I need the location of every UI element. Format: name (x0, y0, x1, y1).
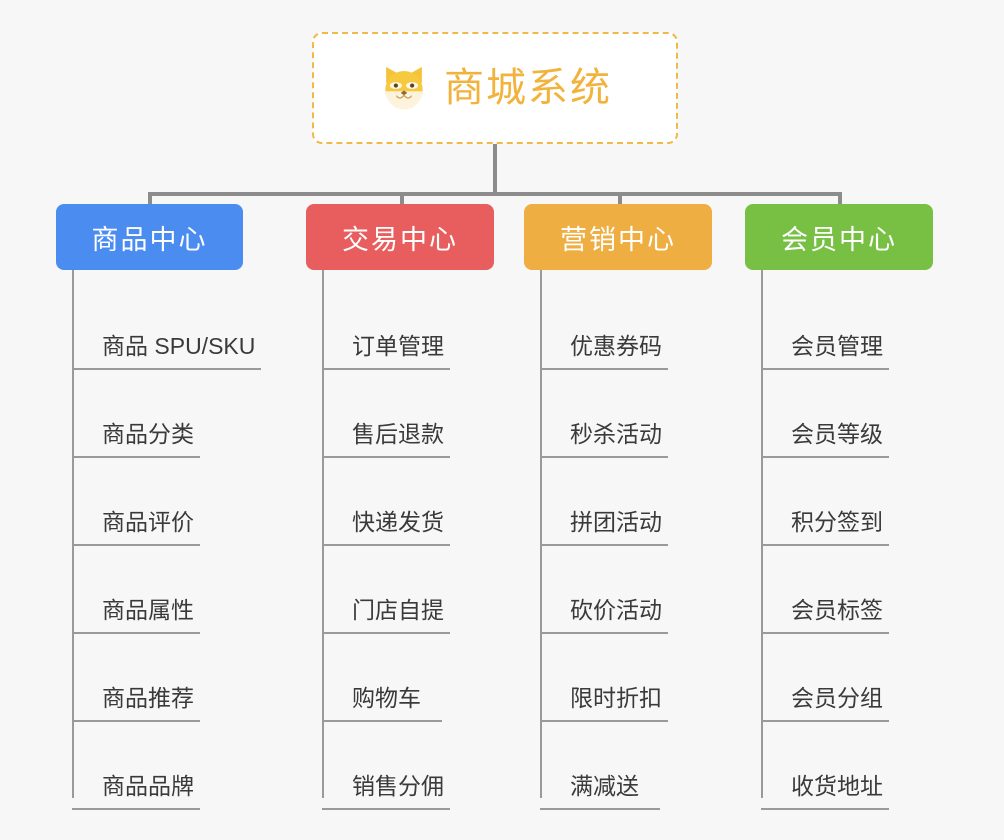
list-item[interactable]: 会员管理 (761, 282, 889, 370)
list-item[interactable]: 会员等级 (761, 370, 889, 458)
list-item-label: 订单管理 (352, 333, 444, 359)
list-item-label: 会员管理 (791, 333, 883, 359)
spine-line (761, 270, 763, 798)
category-children: 商品 SPU/SKU 商品分类 商品评价 商品属性 商品推荐 商品品牌 (56, 270, 262, 810)
list-item[interactable]: 会员标签 (761, 546, 889, 634)
category-column-marketing: 营销中心 优惠券码 秒杀活动 拼团活动 砍价活动 限时折扣 满减送 (524, 204, 714, 810)
category-header-product[interactable]: 商品中心 (56, 204, 243, 270)
list-item-label: 积分签到 (791, 509, 883, 535)
list-item-label: 秒杀活动 (570, 421, 662, 447)
list-item-label: 收货地址 (791, 773, 883, 799)
list-item-label: 销售分佣 (352, 773, 444, 799)
category-header-member[interactable]: 会员中心 (745, 204, 933, 270)
list-item[interactable]: 拼团活动 (540, 458, 668, 546)
list-item-label: 商品 SPU/SKU (102, 333, 256, 359)
list-item[interactable]: 快递发货 (322, 458, 450, 546)
category-header-marketing[interactable]: 营销中心 (524, 204, 712, 270)
list-item[interactable]: 限时折扣 (540, 634, 668, 722)
list-item-label: 砍价活动 (570, 597, 662, 623)
connector-drop-0 (148, 192, 152, 208)
list-item-label: 商品属性 (102, 597, 194, 623)
connector-bus (148, 192, 840, 196)
category-label: 会员中心 (781, 224, 897, 255)
list-item[interactable]: 满减送 (540, 722, 660, 810)
list-item[interactable]: 砍价活动 (540, 546, 668, 634)
category-column-product: 商品中心 商品 SPU/SKU 商品分类 商品评价 商品属性 商品推荐 商品品牌 (56, 204, 262, 810)
list-item[interactable]: 商品品牌 (72, 722, 200, 810)
category-children: 优惠券码 秒杀活动 拼团活动 砍价活动 限时折扣 满减送 (524, 270, 714, 810)
list-item[interactable]: 会员分组 (761, 634, 889, 722)
category-label: 商品中心 (91, 224, 208, 255)
list-item-label: 限时折扣 (570, 685, 662, 711)
shiba-dog-face-icon (378, 62, 430, 114)
list-item[interactable]: 商品属性 (72, 546, 200, 634)
list-item-label: 商品分类 (102, 421, 194, 447)
category-column-trade: 交易中心 订单管理 售后退款 快递发货 门店自提 购物车 销售分佣 (306, 204, 496, 810)
connector-drop-1 (400, 192, 404, 208)
connector-drop-2 (618, 192, 622, 208)
list-item[interactable]: 商品 SPU/SKU (72, 282, 262, 370)
list-item-label: 快递发货 (352, 509, 444, 535)
list-item[interactable]: 收货地址 (761, 722, 889, 810)
list-item-label: 优惠券码 (570, 333, 662, 359)
list-item-label: 售后退款 (352, 421, 444, 447)
list-item[interactable]: 积分签到 (761, 458, 889, 546)
list-item[interactable]: 订单管理 (322, 282, 450, 370)
root-title: 商城系统 (444, 66, 612, 110)
category-label: 交易中心 (342, 224, 458, 255)
list-item[interactable]: 售后退款 (322, 370, 450, 458)
category-column-member: 会员中心 会员管理 会员等级 积分签到 会员标签 会员分组 收货地址 (745, 204, 935, 810)
list-item[interactable]: 秒杀活动 (540, 370, 668, 458)
list-item[interactable]: 购物车 (322, 634, 442, 722)
list-item-label: 会员等级 (791, 421, 883, 447)
list-item-label: 会员标签 (791, 597, 883, 623)
list-item-label: 商品品牌 (102, 773, 194, 799)
list-item-label: 商品推荐 (102, 685, 194, 711)
list-item-label: 门店自提 (352, 597, 444, 623)
category-header-trade[interactable]: 交易中心 (306, 204, 494, 270)
root-node[interactable]: 商城系统 (312, 32, 678, 144)
category-children: 会员管理 会员等级 积分签到 会员标签 会员分组 收货地址 (745, 270, 935, 810)
category-label: 营销中心 (560, 224, 676, 255)
connector-drop-3 (838, 192, 842, 208)
list-item[interactable]: 商品推荐 (72, 634, 200, 722)
list-item-label: 商品评价 (102, 509, 194, 535)
spine-line (322, 270, 324, 798)
list-item[interactable]: 门店自提 (322, 546, 450, 634)
list-item[interactable]: 优惠券码 (540, 282, 668, 370)
list-item[interactable]: 商品分类 (72, 370, 200, 458)
connector-trunk (493, 144, 497, 194)
category-children: 订单管理 售后退款 快递发货 门店自提 购物车 销售分佣 (306, 270, 496, 810)
list-item-label: 购物车 (352, 685, 421, 711)
list-item[interactable]: 销售分佣 (322, 722, 450, 810)
list-item-label: 满减送 (570, 773, 639, 799)
spine-line (540, 270, 542, 798)
spine-line (72, 270, 74, 798)
list-item[interactable]: 商品评价 (72, 458, 200, 546)
list-item-label: 会员分组 (791, 685, 883, 711)
list-item-label: 拼团活动 (570, 509, 662, 535)
